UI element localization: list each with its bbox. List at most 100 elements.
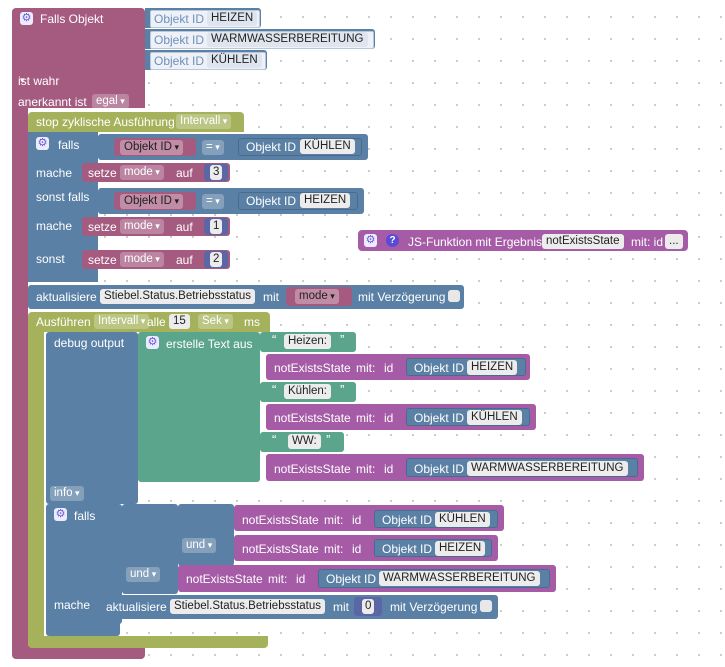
string-value[interactable]: Kühlen:: [284, 384, 332, 399]
interval-mode-dropdown[interactable]: Intervall: [94, 314, 150, 329]
object-id-label: Objekt ID: [154, 12, 205, 26]
object-id-value[interactable]: WARMWASSERBEREITUNG: [379, 571, 540, 586]
stop-label: stop zyklische Ausführung: [36, 115, 175, 129]
trigger-title: Falls Objekt: [40, 12, 104, 26]
function-mit: mit:: [324, 513, 344, 527]
function-mit: mit:: [268, 572, 288, 586]
function-id-label: id: [384, 361, 394, 375]
if-mache-label: mache: [36, 166, 73, 180]
interval-unit-dropdown[interactable]: Sek: [198, 314, 233, 329]
delay-checkbox[interactable]: [480, 600, 492, 612]
if-sonst-label: sonst: [36, 252, 65, 266]
variable-dropdown[interactable]: mode: [120, 165, 164, 180]
interval-value[interactable]: 15: [169, 314, 190, 329]
trigger-block[interactable]: [12, 8, 145, 108]
number-value[interactable]: 1: [210, 219, 223, 234]
state-id[interactable]: Stiebel.Status.Betriebsstatus: [170, 599, 326, 614]
compare-operator[interactable]: =: [202, 194, 224, 209]
object-id-value[interactable]: KÜHLEN: [435, 512, 490, 527]
logic-and-block[interactable]: [178, 504, 234, 566]
stop-dropdown[interactable]: Intervall: [176, 114, 232, 129]
number-value[interactable]: 0: [362, 599, 375, 614]
gear-icon[interactable]: ⚙: [364, 234, 377, 247]
gear-icon[interactable]: ⚙: [54, 508, 67, 521]
object-id-label: Objekt ID: [154, 54, 205, 68]
if-block-2-bottom: [46, 618, 120, 636]
compare-operator[interactable]: =: [202, 140, 224, 155]
setze-label: setze: [88, 166, 117, 180]
help-icon[interactable]: ?: [386, 234, 399, 247]
gear-icon[interactable]: ⚙: [36, 137, 49, 150]
setze-label: setze: [88, 253, 117, 267]
function-id-label: id: [352, 542, 362, 556]
js-function-name[interactable]: notExistsState: [542, 234, 624, 249]
function-id-label: id: [384, 411, 394, 425]
function-mit: mit:: [356, 361, 376, 375]
debug-level-dropdown[interactable]: info: [50, 486, 84, 501]
object-id-value[interactable]: HEIZEN: [435, 541, 486, 556]
quote-open-icon: “: [272, 332, 277, 347]
quote-open-icon: “: [272, 382, 277, 397]
function-name: notExistsState: [274, 462, 351, 476]
if-sonst-falls-label: sonst falls: [36, 190, 90, 204]
function-mit: mit:: [356, 411, 376, 425]
object-id-value[interactable]: HEIZEN: [300, 193, 351, 208]
if-mache-label: mache: [54, 598, 91, 612]
object-id-label: Objekt ID: [326, 572, 377, 586]
interval-block-bottom: [28, 636, 268, 648]
function-id-label: id: [352, 513, 362, 527]
string-value[interactable]: WW:: [288, 434, 321, 449]
logic-operator-dropdown[interactable]: und: [182, 538, 217, 553]
function-mit: mit:: [356, 462, 376, 476]
function-name: notExistsState: [186, 572, 263, 586]
function-id-label: id: [296, 572, 306, 586]
if-block-bottom: [28, 272, 98, 282]
gear-icon[interactable]: ⚙: [20, 12, 33, 25]
function-name: notExistsState: [274, 411, 351, 425]
update-label: aktualisiere: [106, 600, 167, 614]
text-join-block[interactable]: [138, 332, 260, 482]
object-id-value[interactable]: WARMWASSERBEREITUNG: [207, 32, 368, 47]
if-falls-label: falls: [74, 509, 96, 523]
auf-label: auf: [176, 166, 193, 180]
object-id-value[interactable]: HEIZEN: [207, 11, 258, 26]
text-join-label: erstelle Text aus: [166, 337, 253, 351]
auf-label: auf: [176, 253, 193, 267]
object-id-value[interactable]: WARMWASSERBEREITUNG: [467, 461, 628, 476]
number-value[interactable]: 2: [210, 252, 223, 267]
object-id-value[interactable]: KÜHLEN: [207, 53, 262, 68]
condition-dropdown-arrow[interactable]: [18, 73, 78, 88]
ack-label: anerkannt ist: [18, 95, 87, 109]
quote-close-icon: ”: [340, 332, 345, 347]
js-function-more[interactable]: ...: [665, 234, 683, 249]
variable-dropdown[interactable]: mode: [120, 219, 164, 234]
delay-label: mit Verzögerung: [390, 600, 478, 614]
debug-label: debug output: [54, 336, 125, 350]
trigger-block-spine: [12, 100, 28, 652]
function-name: notExistsState: [274, 361, 351, 375]
logic-operator-dropdown[interactable]: und: [126, 567, 161, 582]
function-name: notExistsState: [242, 513, 319, 527]
object-id-value[interactable]: HEIZEN: [467, 360, 518, 375]
interval-label: Ausführen: [36, 315, 91, 329]
js-function-params: mit: id: [631, 235, 664, 249]
object-id-dropdown[interactable]: Objekt ID: [120, 140, 183, 155]
object-id-value[interactable]: KÜHLEN: [467, 410, 522, 425]
ack-dropdown[interactable]: egal: [92, 94, 129, 109]
object-id-label: Objekt ID: [414, 361, 465, 375]
debug-output-block[interactable]: [46, 332, 138, 504]
js-function-label: JS-Funktion mit Ergebnis: [408, 235, 543, 249]
variable-dropdown[interactable]: mode: [120, 252, 164, 267]
delay-checkbox[interactable]: [448, 290, 460, 302]
object-id-dropdown[interactable]: Objekt ID: [120, 194, 183, 209]
quote-open-icon: “: [272, 432, 277, 447]
number-value[interactable]: 3: [210, 165, 223, 180]
function-id-label: id: [384, 462, 394, 476]
object-id-label: Objekt ID: [246, 194, 297, 208]
variable-dropdown[interactable]: mode: [295, 289, 339, 304]
gear-icon[interactable]: ⚙: [146, 336, 159, 349]
quote-close-icon: ”: [340, 382, 345, 397]
state-id[interactable]: Stiebel.Status.Betriebsstatus: [100, 289, 256, 304]
string-value[interactable]: Heizen:: [284, 334, 331, 349]
object-id-value[interactable]: KÜHLEN: [300, 139, 355, 154]
